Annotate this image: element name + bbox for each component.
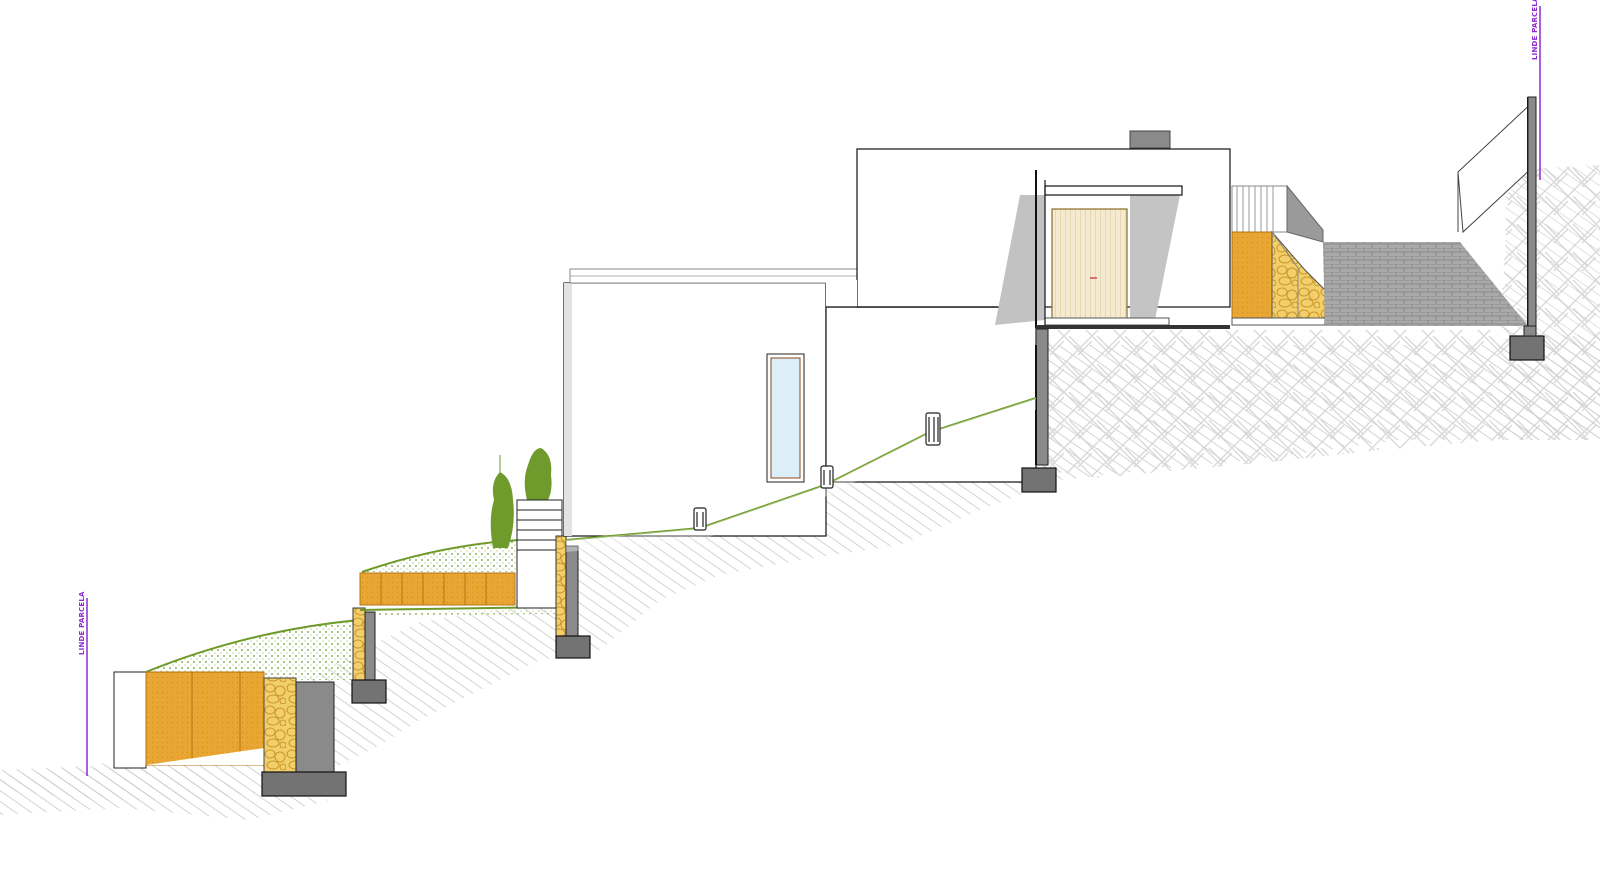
- house-retaining-wall: [555, 535, 591, 659]
- house: [563, 130, 1231, 537]
- boundary-right-label: LINDE PARCELA: [1531, 0, 1539, 60]
- boundary-left-label: LINDE PARCELA: [78, 591, 86, 655]
- rock-symbols: [693, 412, 941, 531]
- ground-strip-left: [0, 768, 330, 820]
- shrubs: [490, 448, 552, 548]
- middle-terrace: [351, 539, 556, 704]
- exterior-stairs: [516, 499, 563, 609]
- boundary-left: LINDE PARCELA: [78, 591, 88, 776]
- lower-terrace: [113, 619, 361, 797]
- right-yard: [1231, 96, 1545, 361]
- boundary-right: LINDE PARCELA: [1531, 0, 1541, 180]
